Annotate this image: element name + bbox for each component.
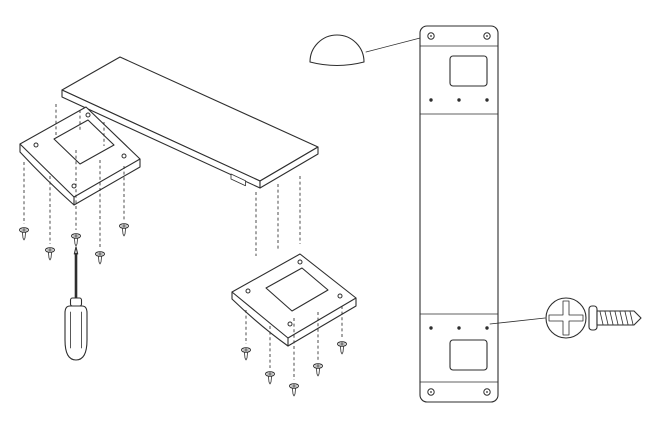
dome-cap bbox=[309, 34, 425, 67]
plate-hole-center bbox=[430, 35, 432, 37]
screw bbox=[119, 223, 129, 237]
phillips-cross-icon bbox=[548, 300, 584, 336]
screwdriver bbox=[64, 246, 88, 361]
screwdriver-handle bbox=[64, 305, 88, 361]
screw bbox=[289, 383, 299, 397]
plate-hole-center bbox=[486, 35, 488, 37]
screw bbox=[241, 347, 251, 361]
screw bbox=[71, 233, 81, 247]
leader-line-screw bbox=[489, 317, 546, 325]
screwdriver-collar bbox=[69, 297, 83, 307]
bracket-left-lip bbox=[19, 143, 141, 206]
plate-pilot-dot bbox=[485, 98, 489, 102]
plate-cutout-bottom bbox=[449, 339, 488, 371]
vertical-mounting-plate bbox=[419, 25, 499, 403]
plate-pilot-dot bbox=[485, 326, 489, 330]
dome-cap-shape bbox=[309, 34, 365, 67]
bracket-right-hole bbox=[337, 293, 343, 299]
screw-detail bbox=[489, 297, 642, 339]
screw-shaft bbox=[596, 310, 642, 326]
machine-screw-side-view bbox=[588, 305, 642, 331]
bracket-right-lip bbox=[231, 291, 357, 347]
screw-threads bbox=[599, 311, 634, 325]
screw-head-side bbox=[588, 305, 598, 331]
screw bbox=[45, 247, 55, 261]
screw bbox=[95, 251, 105, 265]
plate-pilot-dot bbox=[429, 98, 433, 102]
plate-hole-center bbox=[486, 391, 488, 393]
bracket-left-hole bbox=[71, 183, 77, 189]
screw bbox=[337, 341, 347, 355]
bracket-right-cutout bbox=[265, 267, 329, 312]
explode-lines-right bbox=[245, 176, 343, 380]
plate-hole-center bbox=[430, 391, 432, 393]
leader-line-dome bbox=[365, 36, 425, 53]
screw bbox=[265, 371, 275, 385]
shelf-board bbox=[61, 56, 319, 189]
plate-pilot-dot bbox=[429, 326, 433, 330]
screw bbox=[19, 227, 29, 241]
screwdriver-tip bbox=[73, 246, 79, 255]
plate-pilot-dot bbox=[457, 98, 461, 102]
board-end-edge bbox=[259, 146, 319, 189]
plate-outline bbox=[419, 25, 499, 403]
bracket-left-hole bbox=[121, 153, 127, 159]
board-label-sticker bbox=[230, 173, 246, 187]
bracket-right-hole bbox=[287, 321, 293, 327]
plate-cutout-top bbox=[449, 55, 488, 87]
screw bbox=[313, 363, 323, 377]
bracket-left-hole bbox=[33, 142, 39, 148]
bracket-left-cutout bbox=[53, 119, 115, 165]
bracket-right-hole bbox=[297, 259, 303, 265]
explode-lines-left bbox=[23, 104, 125, 248]
bracket-right-hole bbox=[245, 288, 251, 294]
bracket-left-hole bbox=[85, 112, 91, 118]
mounting-bracket-right bbox=[231, 253, 357, 347]
screws-left bbox=[19, 223, 129, 265]
mounting-bracket-left bbox=[19, 106, 141, 206]
plate-pilot-dot bbox=[457, 326, 461, 330]
